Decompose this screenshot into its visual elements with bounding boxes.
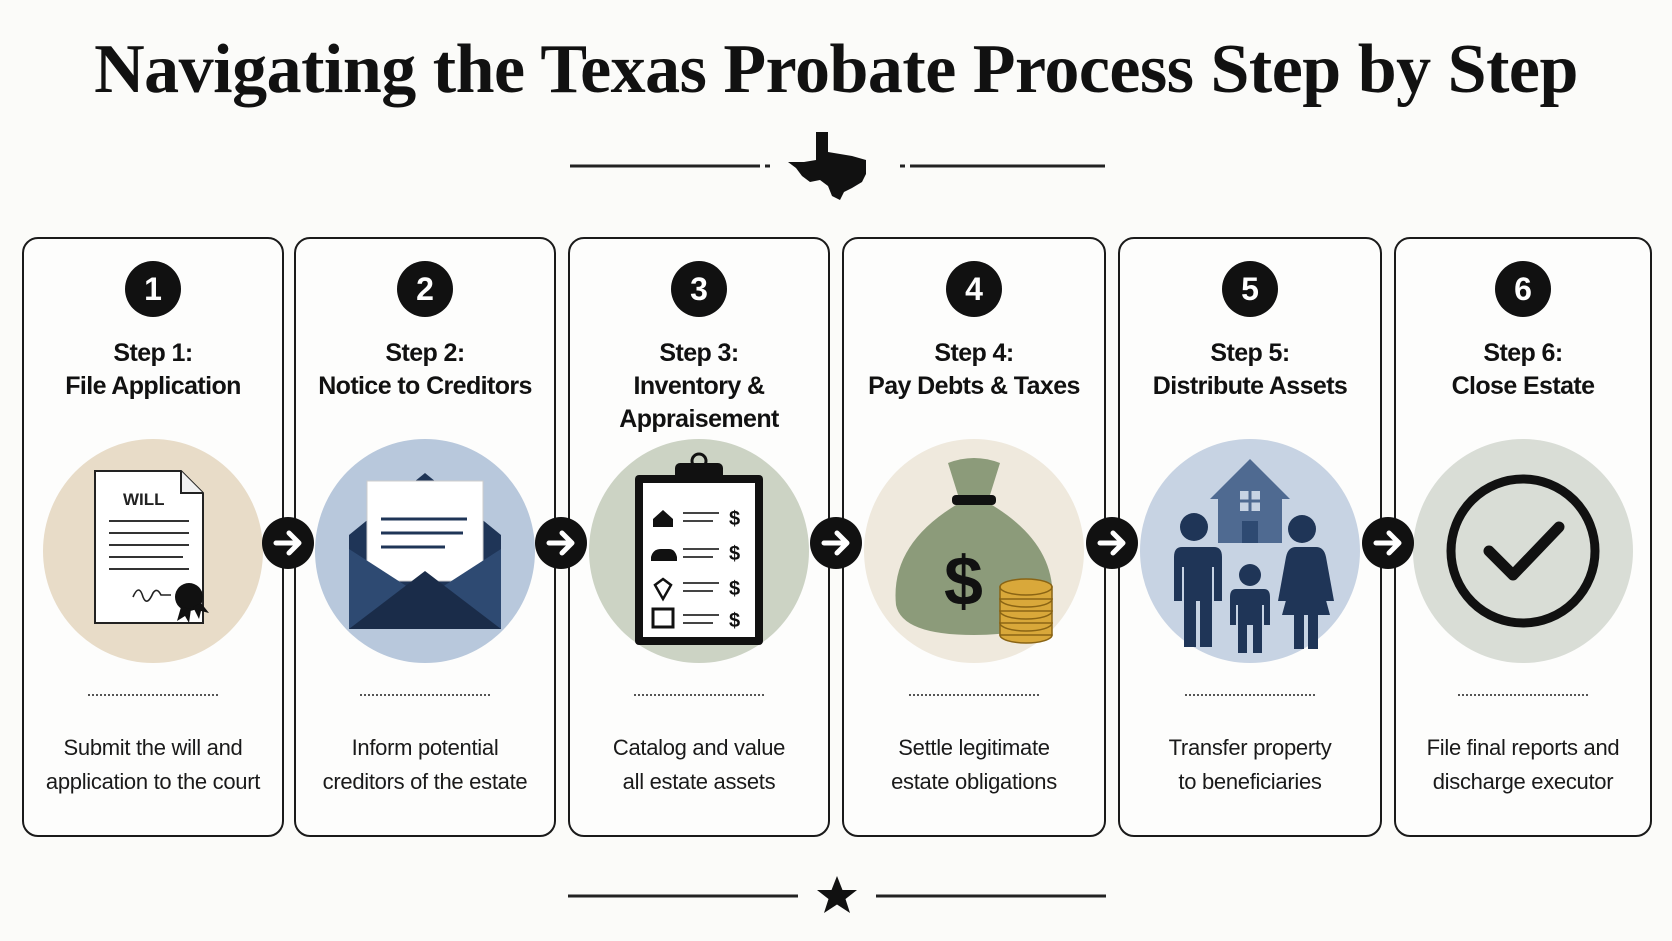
- dotted-separator: [909, 694, 1039, 696]
- texas-map-icon: [788, 132, 866, 200]
- envelope-letter-icon: [315, 439, 535, 663]
- checkmark-circle-icon: [1413, 439, 1633, 663]
- step-title: Step 5:Distribute Assets: [1152, 339, 1348, 400]
- star-icon: [817, 876, 857, 913]
- title-divider: [570, 132, 1105, 200]
- arrow-right-icon: [1086, 517, 1138, 569]
- svg-text:$: $: [729, 543, 740, 565]
- svg-text:$: $: [729, 610, 740, 632]
- svg-text:$: $: [729, 578, 740, 600]
- dotted-separator: [634, 694, 764, 696]
- arrow-right-icon: [535, 517, 587, 569]
- svg-text:WILL: WILL: [123, 490, 165, 509]
- dotted-separator: [1458, 694, 1588, 696]
- dotted-separator: [1185, 694, 1315, 696]
- step-title: Step 4:Pay Debts & Taxes: [868, 339, 1080, 400]
- svg-text:$: $: [729, 508, 740, 530]
- step-title: Step 1:File Application: [65, 339, 241, 400]
- arrow-right-icon: [262, 517, 314, 569]
- step-card-3: 3 Step 3:Inventory &Appraisement $ $ $: [568, 237, 830, 837]
- step-card-6: 6 Step 6:Close Estate File final reports…: [1394, 237, 1652, 837]
- step-card-5: 5 Step 5:Distribute Assets Transfer prop…: [1118, 237, 1382, 837]
- step-number-badge: 6: [1495, 261, 1551, 317]
- step-card-2: 2 Step 2:Notice to Creditors Inform pote…: [294, 237, 556, 837]
- step-title: Step 6:Close Estate: [1451, 339, 1595, 400]
- step-card-4: 4 Step 4:Pay Debts & Taxes $ Settle legi…: [842, 237, 1106, 837]
- dotted-separator: [360, 694, 490, 696]
- step-number-badge: 5: [1222, 261, 1278, 317]
- arrow-right-icon: [1362, 517, 1414, 569]
- money-bag-icon: $: [864, 439, 1084, 663]
- step-number-badge: 1: [125, 261, 181, 317]
- dotted-separator: [88, 694, 218, 696]
- will-document-icon: WILL: [43, 439, 263, 663]
- step-title: Step 2:Notice to Creditors: [318, 339, 532, 400]
- arrow-right-icon: [810, 517, 862, 569]
- clipboard-inventory-icon: $ $ $ $: [589, 439, 809, 663]
- step-number-badge: 2: [397, 261, 453, 317]
- step-card-1: 1 Step 1:File Application WILL Submit th…: [22, 237, 284, 837]
- step-number-badge: 3: [671, 261, 727, 317]
- page-title: Navigating the Texas Probate Process Ste…: [94, 31, 1578, 108]
- family-house-icon: [1140, 439, 1360, 663]
- step-number-badge: 4: [946, 261, 1002, 317]
- svg-text:$: $: [944, 542, 983, 620]
- bottom-divider: [568, 876, 1106, 913]
- step-title: Step 3:Inventory &Appraisement: [619, 339, 779, 433]
